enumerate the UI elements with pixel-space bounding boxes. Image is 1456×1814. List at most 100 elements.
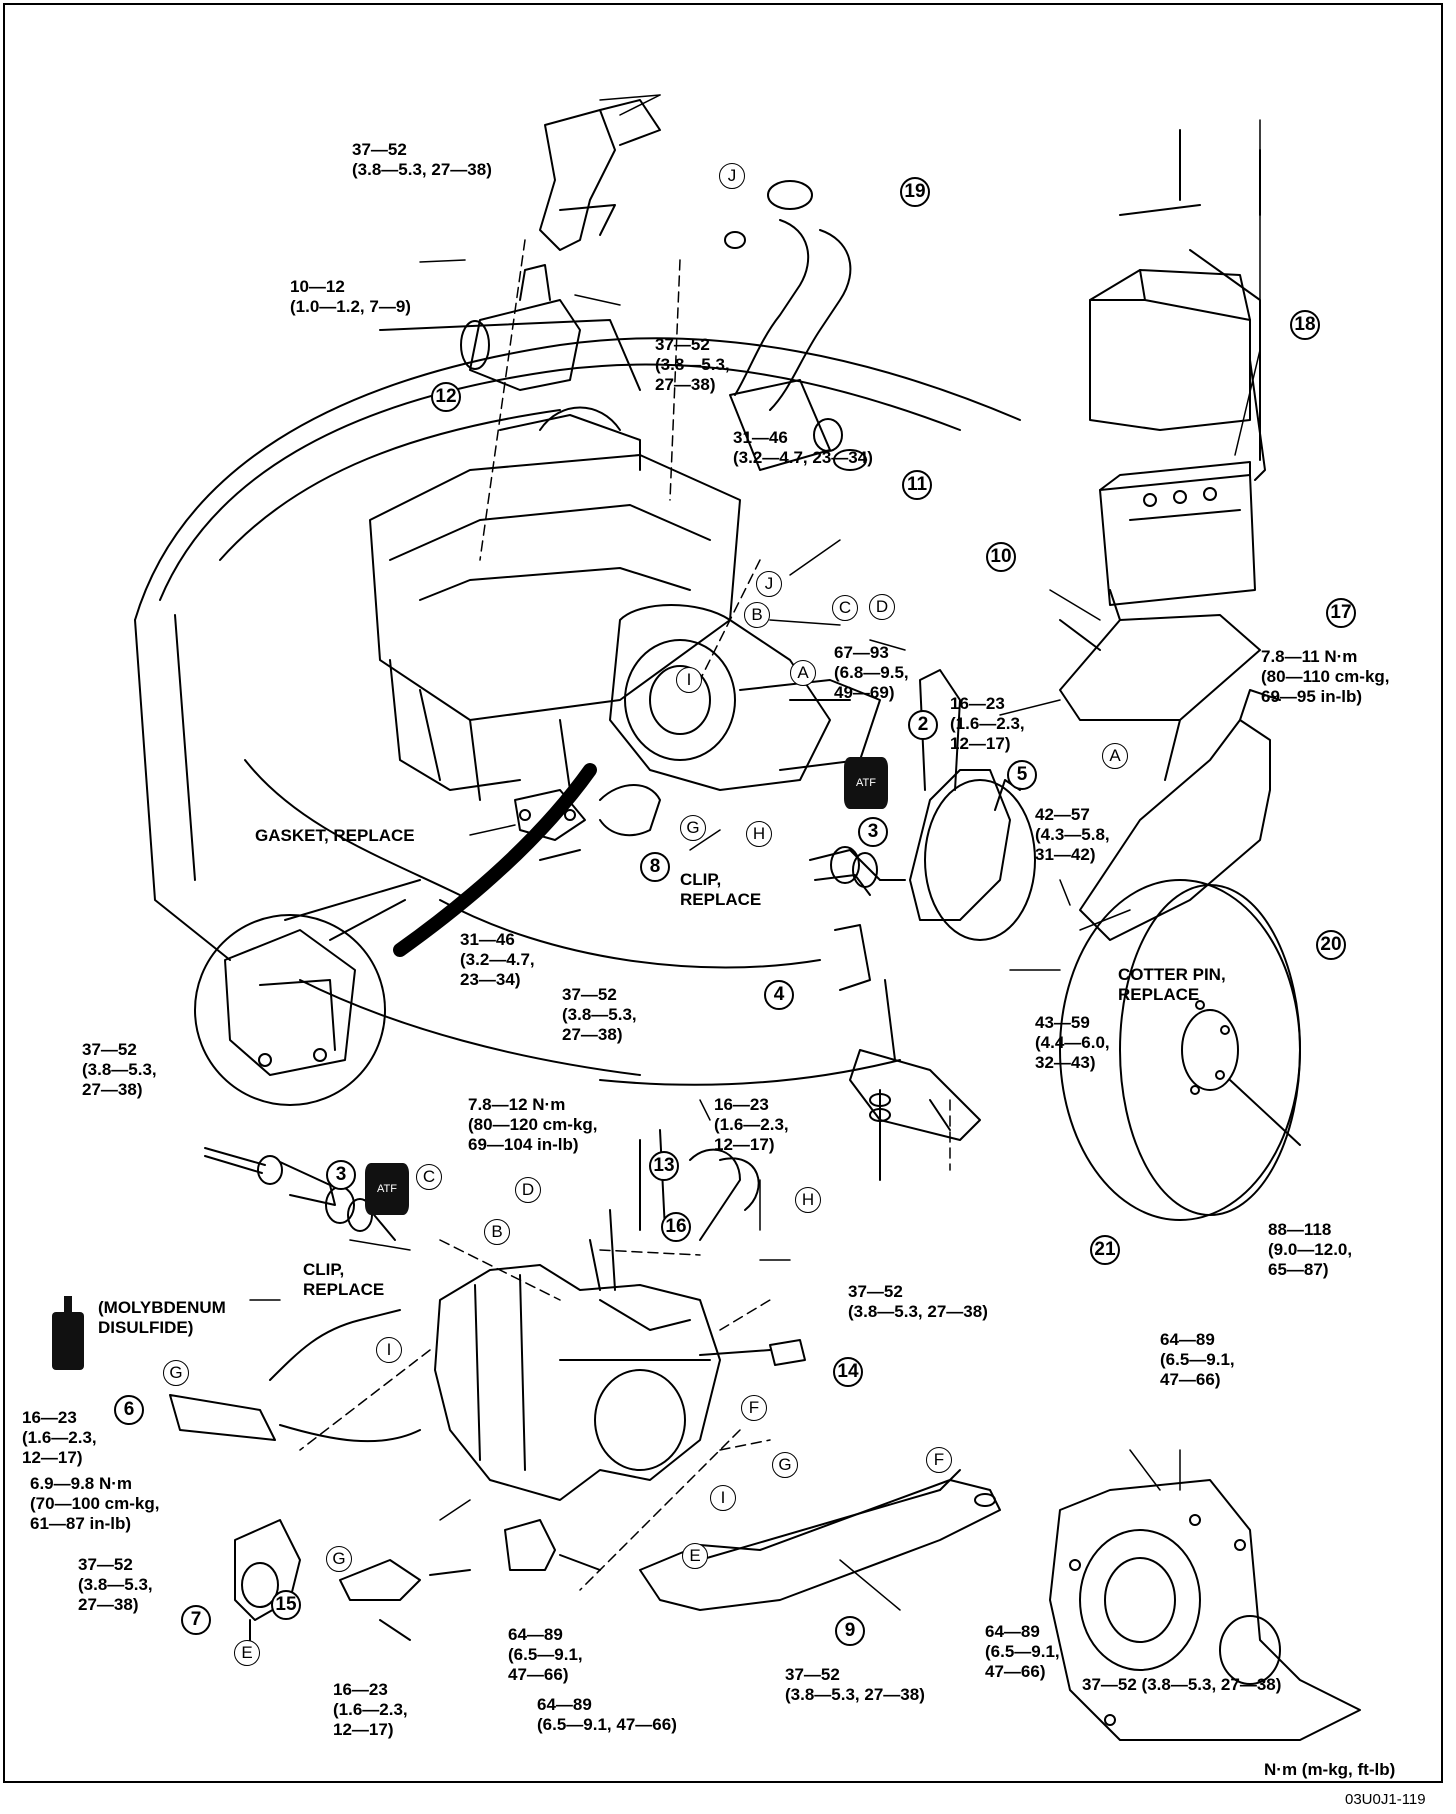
battery-tray — [1059, 589, 1261, 781]
starter-motor — [460, 264, 581, 391]
torque-label-inset-bolt: 37—52 (3.8—5.3, 27—38) — [82, 1040, 157, 1099]
ref-letter-j-engine: J — [756, 571, 782, 597]
ref-letter-b-upper: B — [744, 602, 770, 628]
callout-11: 11 — [902, 470, 932, 500]
grease-can-icon — [52, 1312, 84, 1370]
callout-7: 7 — [181, 1605, 211, 1635]
torque-label-crossmember-nut: 37—52 (3.8—5.3, 27—38) — [785, 1665, 925, 1704]
torque-label-starter-bolt: 37—52 (3.8—5.3, 27—38) — [655, 335, 730, 394]
callout-17: 17 — [1326, 598, 1356, 628]
torque-label-mount-nut: 67—93 (6.8—9.5, 49—69) — [834, 643, 909, 702]
note-molybdenum-disulfide: (MOLYBDENUM DISULFIDE) — [98, 1298, 226, 1337]
figure-code: 03U0J1-119 — [1345, 1791, 1426, 1808]
ref-letter-i-engine: I — [676, 667, 702, 693]
transaxle-removed — [434, 1209, 721, 1501]
torque-label-flange-nut: 31—46 (3.2—4.7, 23—34) — [460, 930, 535, 989]
torque-label-hydraulic-bolt: 7.8—12 N·m (80—120 cm-kg, 69—104 in-lb) — [468, 1095, 598, 1154]
torque-label-starter-nut: 10—12 (1.0—1.2, 7—9) — [290, 277, 411, 316]
callout-4: 4 — [764, 980, 794, 1010]
ref-letter-d-upper: D — [869, 594, 895, 620]
ref-letter-c-lower: C — [416, 1164, 442, 1190]
ref-letter-b-lower: B — [484, 1219, 510, 1245]
diagram-frame — [3, 3, 1443, 1783]
wheel — [1059, 879, 1301, 1221]
ref-letter-i-transaxle: I — [710, 1485, 736, 1511]
ref-letter-h-upper: H — [746, 821, 772, 847]
torque-label-bracket-bolt-upper: 16—23 (1.6—2.3, 12—17) — [950, 694, 1025, 753]
ref-letter-g-mount: G — [326, 1546, 352, 1572]
ref-letter-h-lower: H — [795, 1187, 821, 1213]
vehicle-body-outline — [134, 319, 1021, 1086]
callout-21: 21 — [1090, 1235, 1120, 1265]
detail-inset — [194, 879, 421, 1106]
torque-label-flange-bolt: 37—52 (3.8—5.3, 27—38) — [562, 985, 637, 1044]
speedometer-sensor — [339, 1559, 471, 1641]
ref-letter-e-crossmember: E — [682, 1543, 708, 1569]
crossmember — [639, 1469, 1001, 1611]
atf-container-lower: ATF — [365, 1163, 409, 1215]
battery-box — [1089, 129, 1266, 481]
ref-letter-i-cable: I — [376, 1337, 402, 1363]
torque-label-shift-nut: 6.9—9.8 N·m (70—100 cm-kg, 61—87 in-lb) — [30, 1474, 160, 1533]
callout-5: 5 — [1007, 760, 1037, 790]
callout-13: 13 — [649, 1151, 679, 1181]
torque-label-pipe-nut: 31—46 (3.2—4.7, 23—34) — [733, 428, 873, 467]
note-gasket-replace: GASKET, REPLACE — [255, 826, 415, 845]
grease-can-nozzle-icon — [64, 1296, 72, 1312]
ref-letter-e-mount: E — [234, 1640, 260, 1666]
mount-bracket-lower — [504, 1519, 601, 1571]
callout-8: 8 — [640, 852, 670, 882]
shift-cable — [169, 1309, 421, 1443]
ref-letter-g-shift: G — [163, 1360, 189, 1386]
callout-15: 15 — [271, 1590, 301, 1620]
torque-label-housing-lower: 64—89 (6.5—9.1, 47—66) — [985, 1622, 1060, 1681]
torque-label-mount-bracket-bolt: 64—89 (6.5—9.1, 47—66) — [508, 1625, 583, 1684]
torque-label-ball-joint-nut: 43—59 (4.4—6.0, 32—43) — [1035, 1013, 1110, 1072]
note-clip-replace-lower: CLIP, REPLACE — [303, 1260, 385, 1299]
callout-19: 19 — [900, 177, 930, 207]
ref-letter-a-upper: A — [790, 660, 816, 686]
ref-letter-a-tray: A — [1102, 743, 1128, 769]
torque-label-transaxle-bolt: 37—52 (3.8—5.3, 27—38) — [848, 1282, 988, 1321]
stabilizer-link — [834, 924, 896, 1181]
note-cotter-pin-replace: COTTER PIN, REPLACE — [1118, 965, 1226, 1004]
callout-6: 6 — [114, 1395, 144, 1425]
lower-arm — [849, 1049, 981, 1141]
transaxle-housing-view — [1049, 1479, 1361, 1741]
ref-letter-f-transaxle: F — [741, 1395, 767, 1421]
torque-label-bracket-bolt-mid: 16—23 (1.6—2.3, 12—17) — [714, 1095, 789, 1154]
air-intake-hose — [724, 180, 867, 471]
callout-3-removed: 3 — [326, 1160, 356, 1190]
units-legend: N·m (m-kg, ft-lb) — [1264, 1760, 1396, 1779]
atf-container-upper: ATF — [844, 757, 888, 809]
driveshaft-installed — [809, 846, 906, 896]
note-clip-replace-upper: CLIP, REPLACE — [680, 870, 762, 909]
callout-12: 12 — [431, 382, 461, 412]
ref-letter-c-upper: C — [832, 595, 858, 621]
torque-label-wheel-nut: 88—118 (9.0—12.0, 65—87) — [1268, 1220, 1353, 1279]
upper-bracket — [539, 99, 661, 251]
ref-letter-f-crossmember: F — [926, 1447, 952, 1473]
battery — [1099, 461, 1256, 606]
callout-3-installed: 3 — [858, 817, 888, 847]
exhaust-pipe — [393, 763, 597, 957]
torque-label-speedometer-bolt: 16—23 (1.6—2.3, 12—17) — [333, 1680, 408, 1739]
torque-label-battery-tray: 7.8—11 N·m (80—110 cm-kg, 69—95 in-lb) — [1261, 647, 1390, 706]
torque-label-starter-bracket: 37—52 (3.8—5.3, 27—38) — [352, 140, 492, 179]
engine-block — [369, 406, 741, 801]
callout-10: 10 — [986, 542, 1016, 572]
torque-label-shift-bolt: 16—23 (1.6—2.3, 12—17) — [22, 1408, 97, 1467]
callout-16: 16 — [661, 1212, 691, 1242]
callout-20: 20 — [1316, 930, 1346, 960]
torque-label-housing-bottom: 37—52 (3.8—5.3, 27—38) — [1082, 1675, 1282, 1694]
torque-label-mount-bolt: 37—52 (3.8—5.3, 27—38) — [78, 1555, 153, 1614]
callout-14: 14 — [833, 1357, 863, 1387]
torque-label-tie-rod-nut: 42—57 (4.3—5.8, 31—42) — [1035, 805, 1110, 864]
ref-letter-g-upper: G — [680, 815, 706, 841]
ref-letter-g-transaxle: G — [772, 1452, 798, 1478]
leader-lines — [249, 94, 1261, 1611]
transaxle-mount — [234, 1519, 301, 1641]
ref-letter-d-lower: D — [515, 1177, 541, 1203]
torque-label-housing-upper: 64—89 (6.5—9.1, 47—66) — [1160, 1330, 1235, 1389]
switch-connector — [699, 1339, 806, 1366]
